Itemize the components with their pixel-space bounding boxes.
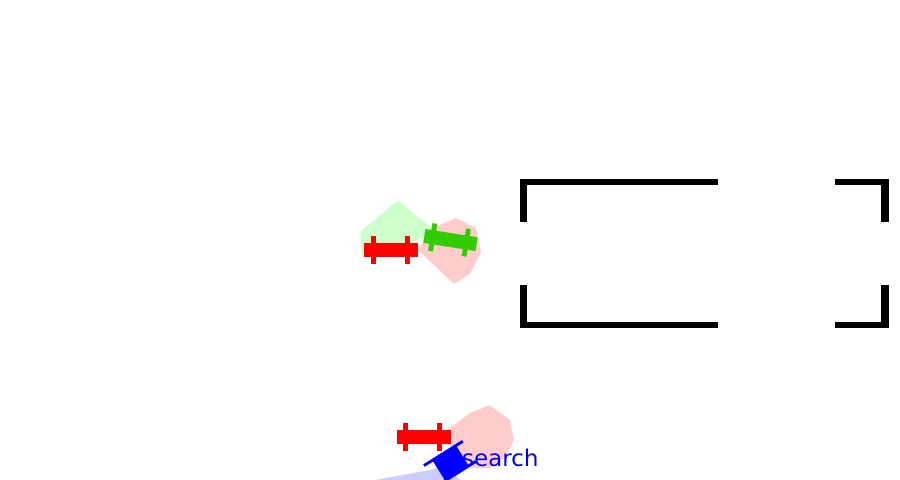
blue-car-status-label: search xyxy=(462,446,538,472)
red-car-2-front-axle xyxy=(437,423,442,451)
red-car-2-rear-axle xyxy=(403,423,408,451)
wall-bottom-left xyxy=(520,322,718,328)
wall-right-lower xyxy=(881,285,889,328)
blue-car xyxy=(423,439,477,480)
red-vision-cone-lower xyxy=(447,405,514,468)
wall-top-right xyxy=(835,179,889,185)
red-car-2 xyxy=(397,423,451,451)
blue-car-rear-axle xyxy=(423,439,464,467)
red-car-1-rear-axle xyxy=(371,236,376,264)
green-car-rear-axle xyxy=(428,223,438,252)
wall-left-lower xyxy=(520,285,527,328)
green-car xyxy=(423,223,478,257)
red-car-1-front-axle xyxy=(405,236,410,264)
red-car-1 xyxy=(364,236,418,264)
wall-right-upper xyxy=(881,179,889,222)
wall-bottom-right xyxy=(835,322,889,328)
blue-car-body xyxy=(432,445,470,480)
wall-top-left xyxy=(520,179,718,185)
wall-structure xyxy=(520,179,889,328)
green-car-front-axle xyxy=(461,228,471,257)
red-car-1-body xyxy=(364,243,418,257)
blue-car-front-axle xyxy=(435,460,477,480)
wall-left-upper xyxy=(520,179,527,222)
green-vision-cone xyxy=(360,200,436,255)
